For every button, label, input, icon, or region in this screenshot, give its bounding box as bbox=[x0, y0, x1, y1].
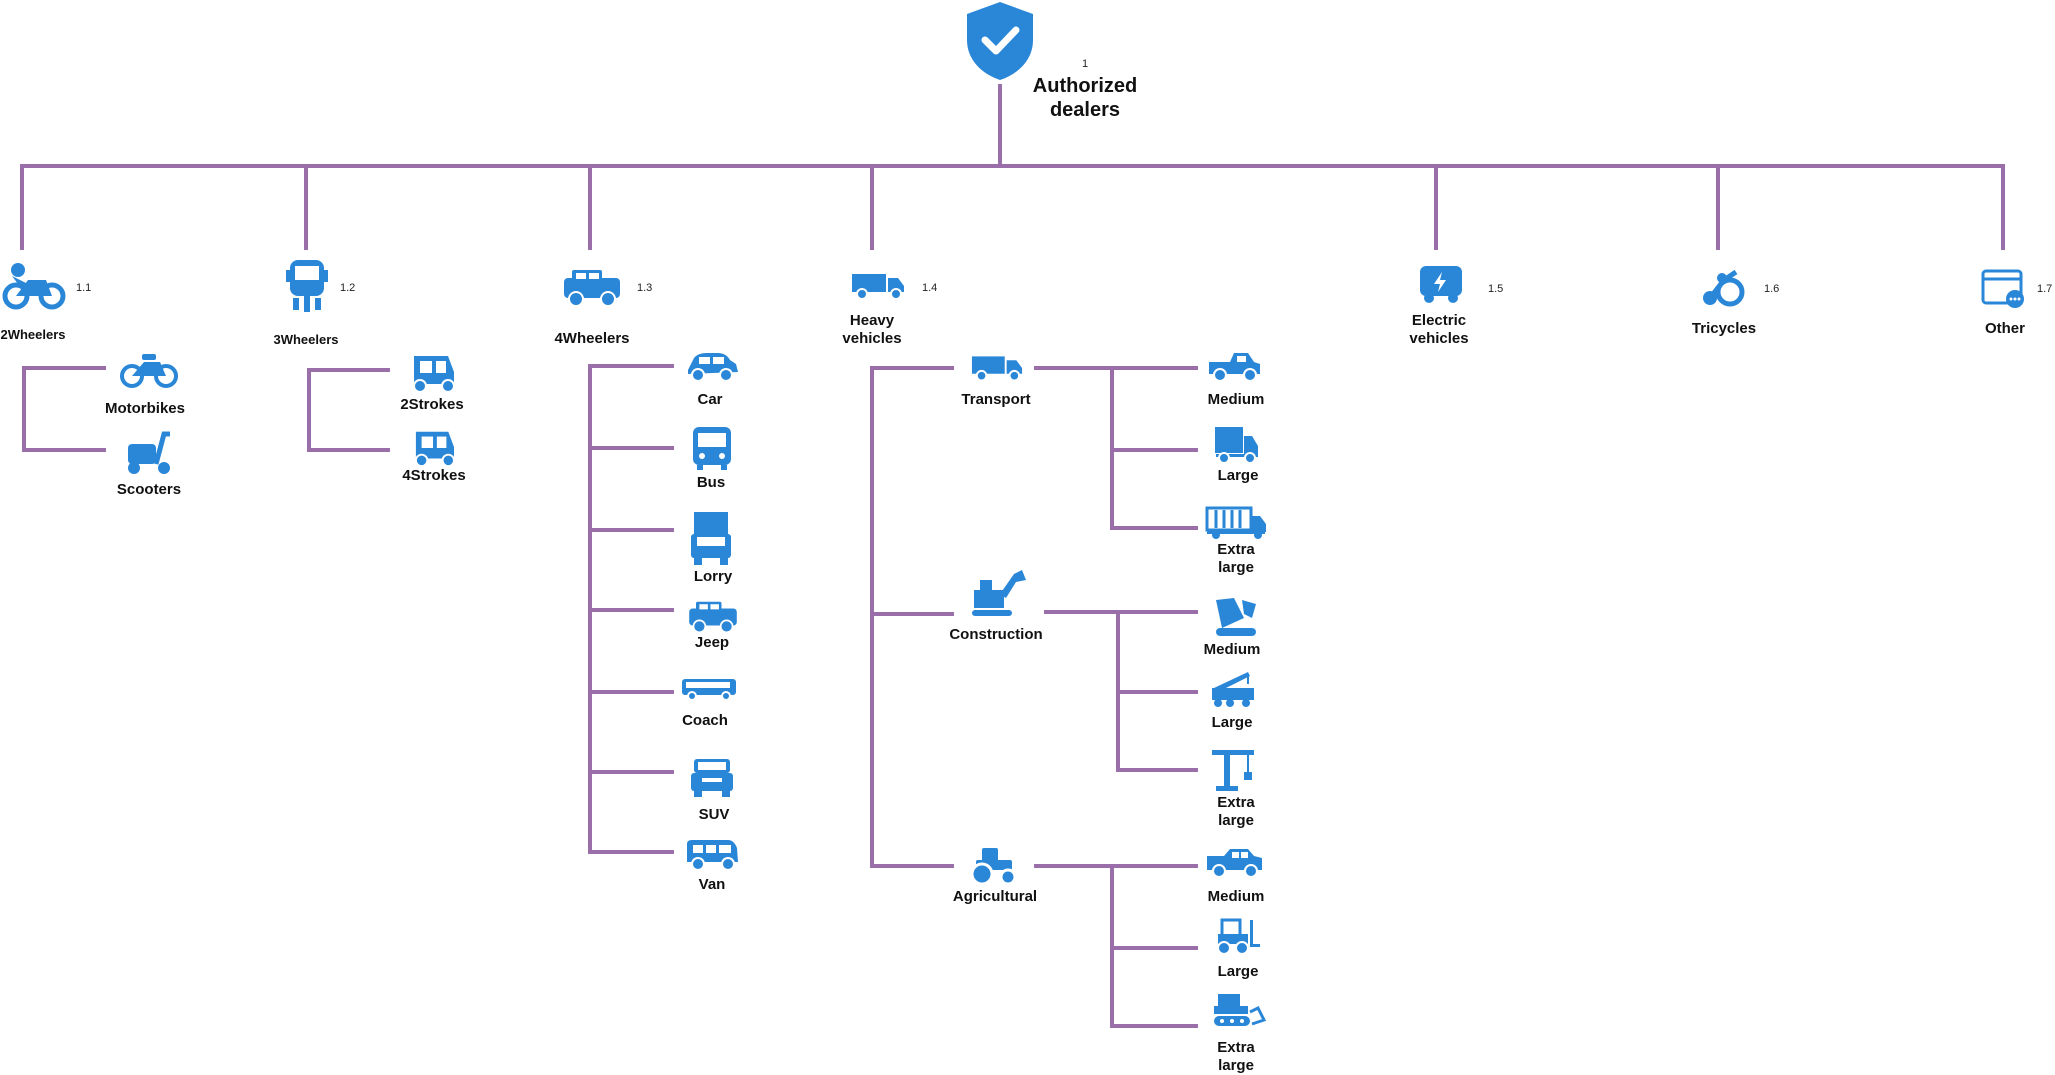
car-icon bbox=[688, 353, 738, 382]
leaf-label: Medium bbox=[1207, 391, 1265, 408]
jeep-icon bbox=[564, 270, 620, 307]
container-truck-icon bbox=[1205, 506, 1266, 539]
tractor-icon bbox=[970, 848, 1017, 886]
child-label: Bus bbox=[696, 474, 726, 491]
rickshaw-icon bbox=[414, 431, 455, 468]
category-label: Tricycles bbox=[1691, 320, 1757, 337]
suv-icon bbox=[691, 759, 733, 797]
pickup-truck-icon bbox=[1209, 353, 1260, 382]
category-label: Electric vehicles bbox=[1409, 312, 1469, 347]
electric-vehicle-icon bbox=[1420, 266, 1462, 303]
leaf-label: Large bbox=[1211, 714, 1253, 731]
child-label: Coach bbox=[682, 712, 728, 729]
lorry-icon bbox=[691, 512, 731, 565]
category-label: Other bbox=[1984, 320, 2025, 337]
child-label: Lorry bbox=[693, 568, 733, 585]
category-label: Heavy vehicles bbox=[842, 312, 902, 347]
crane-truck-icon bbox=[1212, 672, 1254, 707]
bulldozer-icon bbox=[1214, 994, 1266, 1026]
leaf-label: Medium bbox=[1207, 888, 1265, 905]
category-label: 2Wheelers bbox=[0, 327, 66, 342]
category-number: 1.5 bbox=[1488, 283, 1504, 295]
child-label: Car bbox=[697, 391, 723, 408]
child-label: Motorbikes bbox=[104, 400, 185, 417]
auto-rickshaw-front-icon bbox=[286, 260, 328, 312]
category-number: 1.4 bbox=[922, 282, 938, 294]
category-number: 1.7 bbox=[2037, 283, 2053, 295]
subgroup-label: Transport bbox=[961, 391, 1031, 408]
subgroup-label: Agricultural bbox=[952, 888, 1038, 905]
scooter-icon bbox=[128, 431, 170, 474]
leaf-label: Extra large bbox=[1217, 1039, 1255, 1074]
shield-check-icon bbox=[967, 2, 1033, 80]
farm-truck-icon bbox=[1207, 849, 1262, 878]
category-label: 4Wheelers bbox=[554, 330, 630, 347]
van-icon bbox=[687, 840, 738, 871]
digger-icon bbox=[1216, 598, 1256, 636]
child-label: 2Strokes bbox=[400, 396, 464, 413]
leaf-label: Large bbox=[1217, 467, 1259, 484]
child-label: Jeep bbox=[694, 634, 730, 651]
category-number: 1.1 bbox=[76, 282, 92, 294]
child-label: Scooters bbox=[116, 481, 182, 498]
leaf-label: Large bbox=[1217, 963, 1259, 980]
leaf-label: Extra large bbox=[1217, 794, 1255, 829]
leaf-label: Extra large bbox=[1217, 541, 1255, 576]
leaf-label: Medium bbox=[1203, 641, 1261, 658]
bus-icon bbox=[693, 427, 731, 470]
category-number: 1.2 bbox=[340, 282, 356, 294]
root-label: Authorized dealers bbox=[1032, 75, 1138, 121]
window-more-icon bbox=[1981, 269, 2024, 308]
tricycle-icon bbox=[1703, 269, 1745, 307]
box-truck-icon bbox=[1215, 427, 1258, 464]
child-label: Van bbox=[698, 876, 726, 893]
coach-icon bbox=[682, 679, 736, 700]
child-label: SUV bbox=[698, 806, 730, 823]
motorbike-icon bbox=[120, 354, 178, 388]
jeep-icon bbox=[689, 601, 737, 634]
category-number: 1.6 bbox=[1764, 283, 1780, 295]
category-number: 1.3 bbox=[637, 282, 653, 294]
category-label: 3Wheelers bbox=[273, 332, 339, 347]
root-number: 1 bbox=[1082, 58, 1089, 70]
tower-crane-icon bbox=[1212, 750, 1254, 791]
motorbike-rider-icon bbox=[2, 263, 66, 310]
subgroup-label: Construction bbox=[949, 626, 1043, 643]
excavator-icon bbox=[972, 570, 1026, 616]
rickshaw-icon bbox=[413, 356, 455, 393]
child-label: 4Strokes bbox=[402, 467, 466, 484]
truck-icon bbox=[971, 356, 1023, 382]
truck-icon bbox=[852, 274, 904, 300]
forklift-icon bbox=[1217, 918, 1260, 955]
